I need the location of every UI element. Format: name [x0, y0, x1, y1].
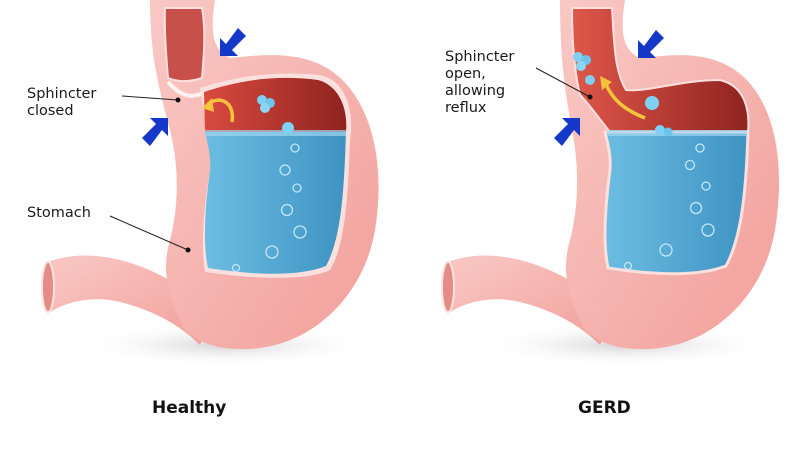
stomach-label: Stomach — [27, 205, 91, 221]
healthy-panel: Sphincter closed Stomach Healthy — [27, 0, 379, 418]
sphincter-leader-line — [121, 95, 179, 101]
fluid-bubbles — [231, 143, 307, 273]
gas-bubbles — [257, 95, 294, 134]
gas-bubbles — [573, 52, 673, 137]
sphincter-leader-line — [535, 67, 591, 98]
gastric-fluid — [603, 130, 750, 276]
duodenum — [48, 255, 210, 345]
stomach-leader-line — [109, 215, 189, 251]
pressure-arrow-bottom — [142, 118, 168, 146]
esophagus-lumen — [163, 7, 206, 82]
gastric-fluid — [204, 132, 346, 274]
healthy-caption: Healthy — [152, 398, 227, 418]
reflux-arrow — [603, 81, 646, 120]
sphincter-open-label: Sphincter open, allowing reflux — [445, 49, 515, 116]
duodenum-opening — [41, 261, 55, 313]
gerd-stomach-illustration — [441, 0, 780, 367]
gerd-caption: GERD — [578, 398, 631, 418]
duodenum-opening — [441, 261, 455, 313]
pressure-arrow-bottom — [554, 118, 580, 146]
gerd-panel: Sphincter open, allowing reflux GERD — [400, 0, 800, 450]
stomach-air-space — [204, 77, 347, 132]
duodenum — [448, 255, 610, 345]
fluid-bubbles — [623, 143, 715, 271]
pressure-arrow-top — [220, 28, 246, 56]
healthy-stomach-illustration — [41, 0, 379, 367]
sphincter-closed-label: Sphincter closed — [27, 86, 97, 119]
pressure-arrow-top — [638, 30, 664, 58]
